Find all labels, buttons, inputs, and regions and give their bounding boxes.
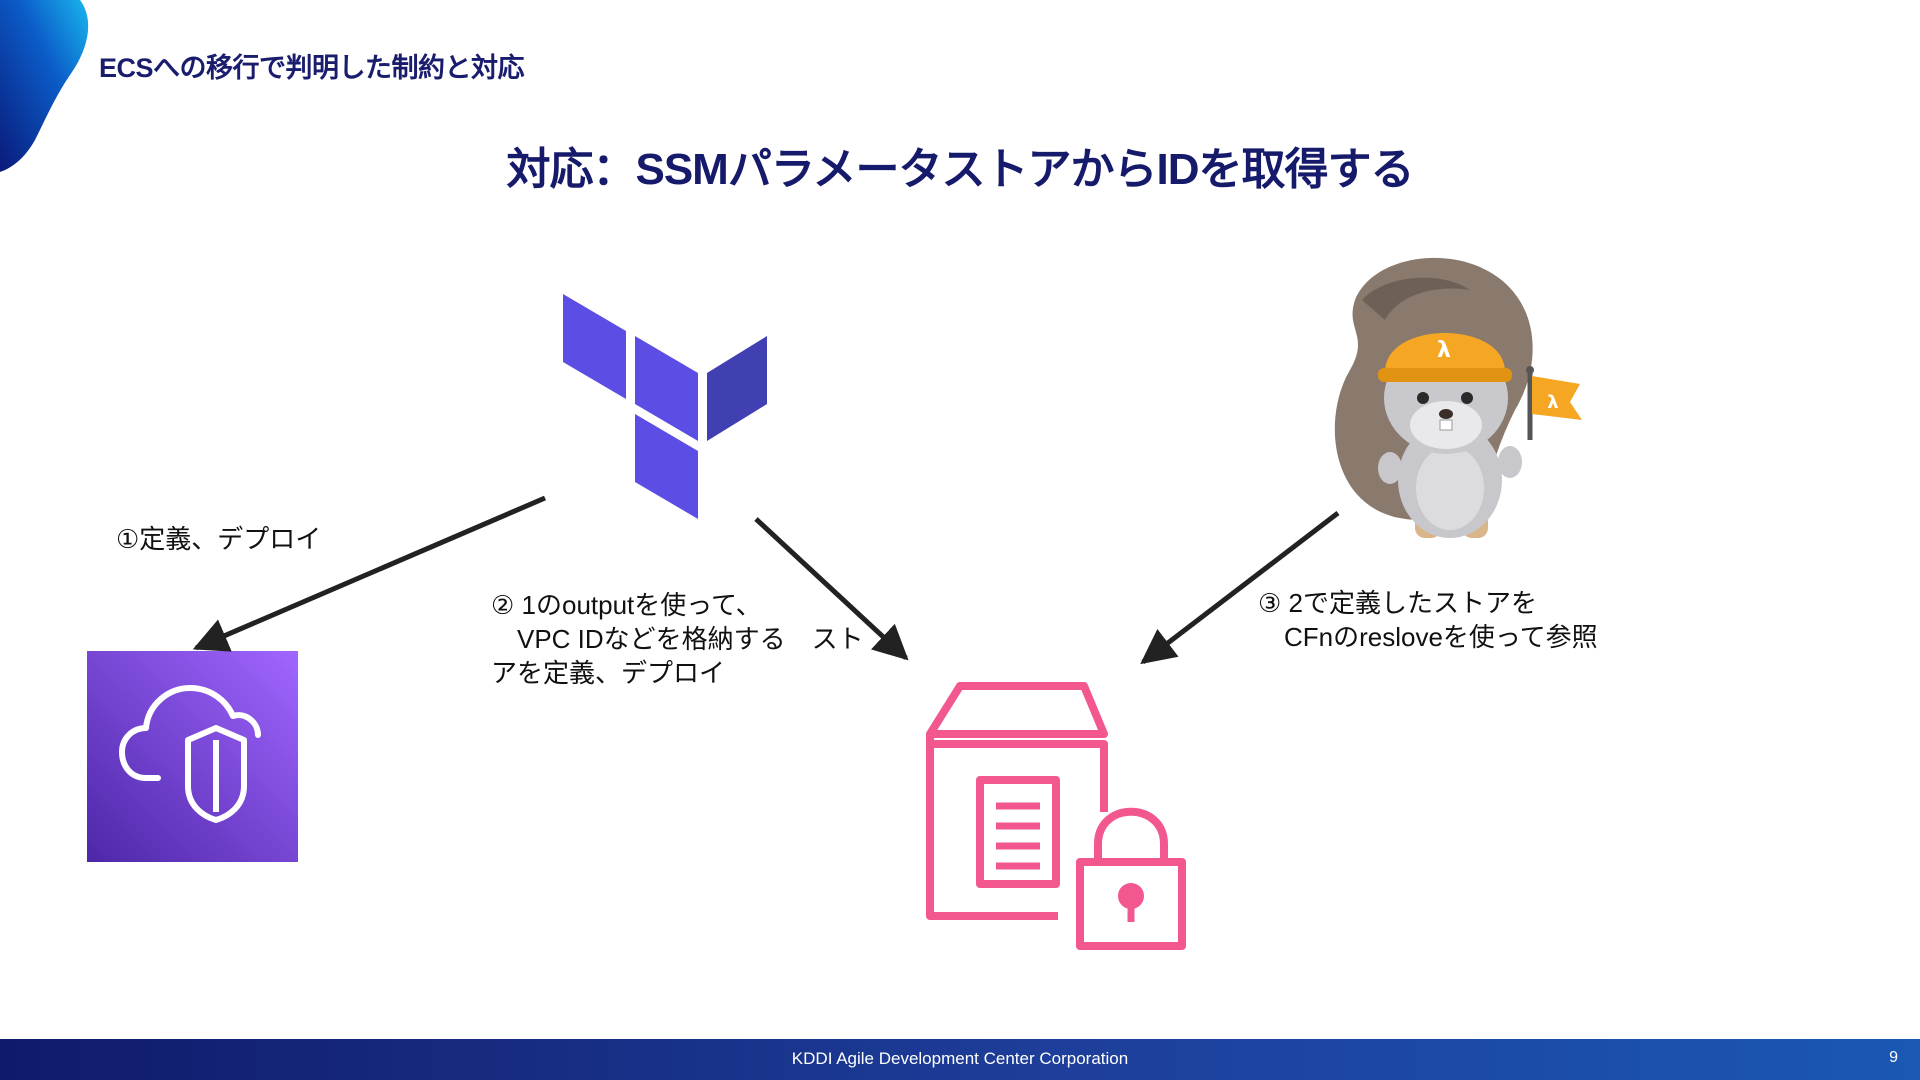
step2-line3: アを定義、デプロイ bbox=[491, 658, 726, 688]
step1-label: ①定義、デプロイ bbox=[116, 522, 321, 556]
step3-label: ③ 2で定義したストアを CFnのresloveを使って参照 bbox=[1258, 586, 1598, 654]
ssm-parameter-store-icon bbox=[926, 682, 1186, 950]
section-title: ECSへの移行で判明した制約と対応 bbox=[99, 53, 525, 83]
footer-company: KDDI Agile Development Center Corporatio… bbox=[791, 1049, 1129, 1068]
step1-line: ①定義、デプロイ bbox=[116, 524, 322, 554]
svg-text:λ: λ bbox=[1547, 392, 1558, 413]
step2-line1: ② 1のoutputを使って、 bbox=[491, 590, 762, 620]
terraform-logo-icon bbox=[563, 294, 767, 519]
aws-mascot-squirrel-icon: λ λ bbox=[1334, 257, 1582, 538]
slide-title: 対応：SSMパラメータストアからIDを取得する bbox=[506, 145, 1414, 194]
corner-decoration bbox=[0, 0, 89, 172]
footer-bar: KDDI Agile Development Center Corporatio… bbox=[0, 1039, 1920, 1080]
vpc-cloud-shield-icon bbox=[87, 651, 298, 862]
svg-text:λ: λ bbox=[1437, 338, 1451, 363]
diagram: λ λ bbox=[87, 257, 1582, 950]
arrow-terraform-to-ssm bbox=[754, 517, 909, 661]
arrow-cfn-to-ssm bbox=[1140, 511, 1340, 665]
step2-line2: VPC IDなどを格納する スト bbox=[491, 624, 864, 654]
step3-line2: CFnのresloveを使って参照 bbox=[1258, 622, 1598, 652]
step2-label: ② 1のoutputを使って、 VPC IDなどを格納する スト アを定義、デプ… bbox=[491, 588, 864, 690]
arrow-terraform-to-vpc bbox=[192, 495, 546, 652]
step3-line1: ③ 2で定義したストアを bbox=[1258, 588, 1537, 618]
page-number: 9 bbox=[1889, 1049, 1898, 1066]
